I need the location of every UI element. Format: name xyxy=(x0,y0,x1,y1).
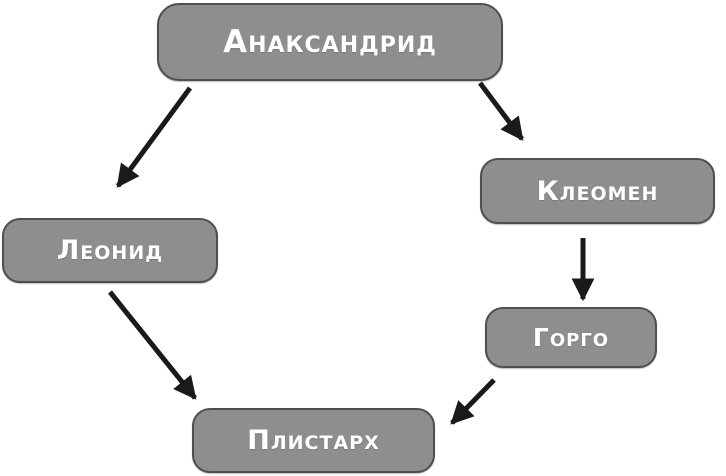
arrow-gorgo-to-plistarch xyxy=(450,378,496,425)
node-kleomen-label: Клеомен xyxy=(536,175,659,207)
arrow-anaxandrid-to-leonid xyxy=(115,86,193,188)
arrow-leonid-to-plistarch xyxy=(108,290,197,400)
node-gorgo: Горго xyxy=(485,307,657,368)
arrow-anaxandrid-to-kleomen xyxy=(478,81,524,141)
node-anaxandrid-label: Анаксандрид xyxy=(223,23,437,60)
node-leonid: Леонид xyxy=(2,218,218,283)
node-gorgo-label: Горго xyxy=(532,323,610,352)
node-kleomen: Клеомен xyxy=(480,158,715,224)
node-leonid-label: Леонид xyxy=(56,235,164,266)
node-anaxandrid: Анаксандрид xyxy=(157,3,503,81)
node-plistarch-label: Плистарх xyxy=(247,425,380,456)
node-plistarch: Плистарх xyxy=(192,408,435,473)
